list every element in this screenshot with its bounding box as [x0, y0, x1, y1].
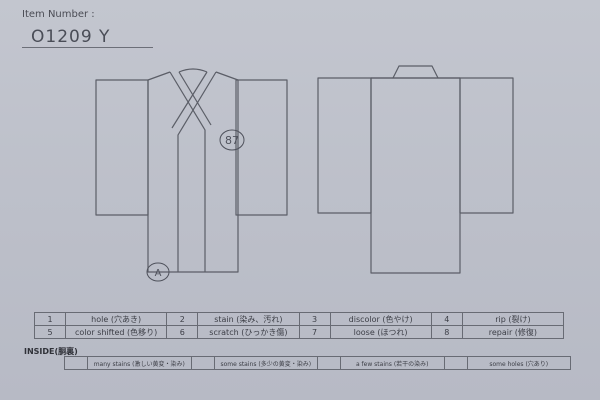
back-collar	[392, 65, 439, 79]
code-number: 3	[298, 312, 331, 326]
front-collar-right	[169, 71, 206, 272]
back-right-sleeve	[459, 77, 514, 214]
code-label: color shifted (色移り)	[64, 325, 168, 339]
front-mark-circle	[219, 129, 245, 151]
code-label: stain (染み、汚れ)	[197, 312, 300, 326]
kimono-diagrams: 87 A	[95, 65, 514, 282]
inside-checkbox[interactable]	[190, 356, 215, 370]
code-number: 7	[298, 325, 331, 339]
hem-mark-text: A	[155, 268, 162, 279]
back-body	[370, 77, 461, 274]
code-label: rip (裂け)	[461, 312, 565, 326]
code-label: hole (穴あき)	[64, 312, 168, 326]
item-number-underline	[22, 47, 153, 48]
inside-checkbox[interactable]	[317, 356, 341, 370]
code-number: 2	[166, 312, 199, 326]
back-left-sleeve	[317, 77, 372, 214]
front-body	[147, 80, 239, 273]
code-number: 8	[430, 325, 463, 339]
inside-option-label: some holes (穴あり)	[466, 356, 571, 370]
hem-mark-circle	[146, 262, 170, 282]
inside-option-label: a few stains (若干の染み)	[340, 356, 445, 370]
code-number: 1	[34, 312, 66, 326]
code-number: 5	[34, 325, 66, 339]
front-collar-left	[177, 71, 217, 272]
kimono-back-diagram	[317, 65, 514, 274]
code-label: scratch (ひっかき傷)	[197, 325, 300, 339]
table-row: 5 color shifted (色移り) 6 scratch (ひっかき傷) …	[34, 325, 565, 339]
defect-code-table: 1 hole (穴あき) 2 stain (染み、汚れ) 3 discolor …	[34, 312, 565, 339]
inside-title: INSIDE(胴裏)	[24, 347, 78, 356]
front-right-sleeve	[235, 79, 288, 216]
inside-condition-table: many stains (激しい黄変・染み) some stains (多少の黄…	[64, 356, 571, 370]
code-label: loose (ほつれ)	[329, 325, 432, 339]
code-label: repair (修復)	[461, 325, 565, 339]
code-number: 6	[166, 325, 199, 339]
code-number: 4	[430, 312, 463, 326]
inside-option-label: some stains (多少の黄変・染み)	[213, 356, 318, 370]
code-label: discolor (色やけ)	[329, 312, 432, 326]
item-number-label: Item Number :	[22, 9, 95, 20]
kimono-front-diagram	[95, 68, 288, 273]
inside-checkbox[interactable]	[64, 356, 88, 370]
item-number-value: O1209 Y	[31, 27, 111, 47]
table-row: many stains (激しい黄変・染み) some stains (多少の黄…	[64, 356, 571, 370]
front-mark-text: 87	[225, 134, 239, 147]
inside-checkbox[interactable]	[443, 356, 468, 370]
front-left-sleeve	[95, 79, 149, 216]
inside-option-label: many stains (激しい黄変・染み)	[87, 356, 192, 370]
table-row: 1 hole (穴あき) 2 stain (染み、汚れ) 3 discolor …	[34, 312, 565, 326]
